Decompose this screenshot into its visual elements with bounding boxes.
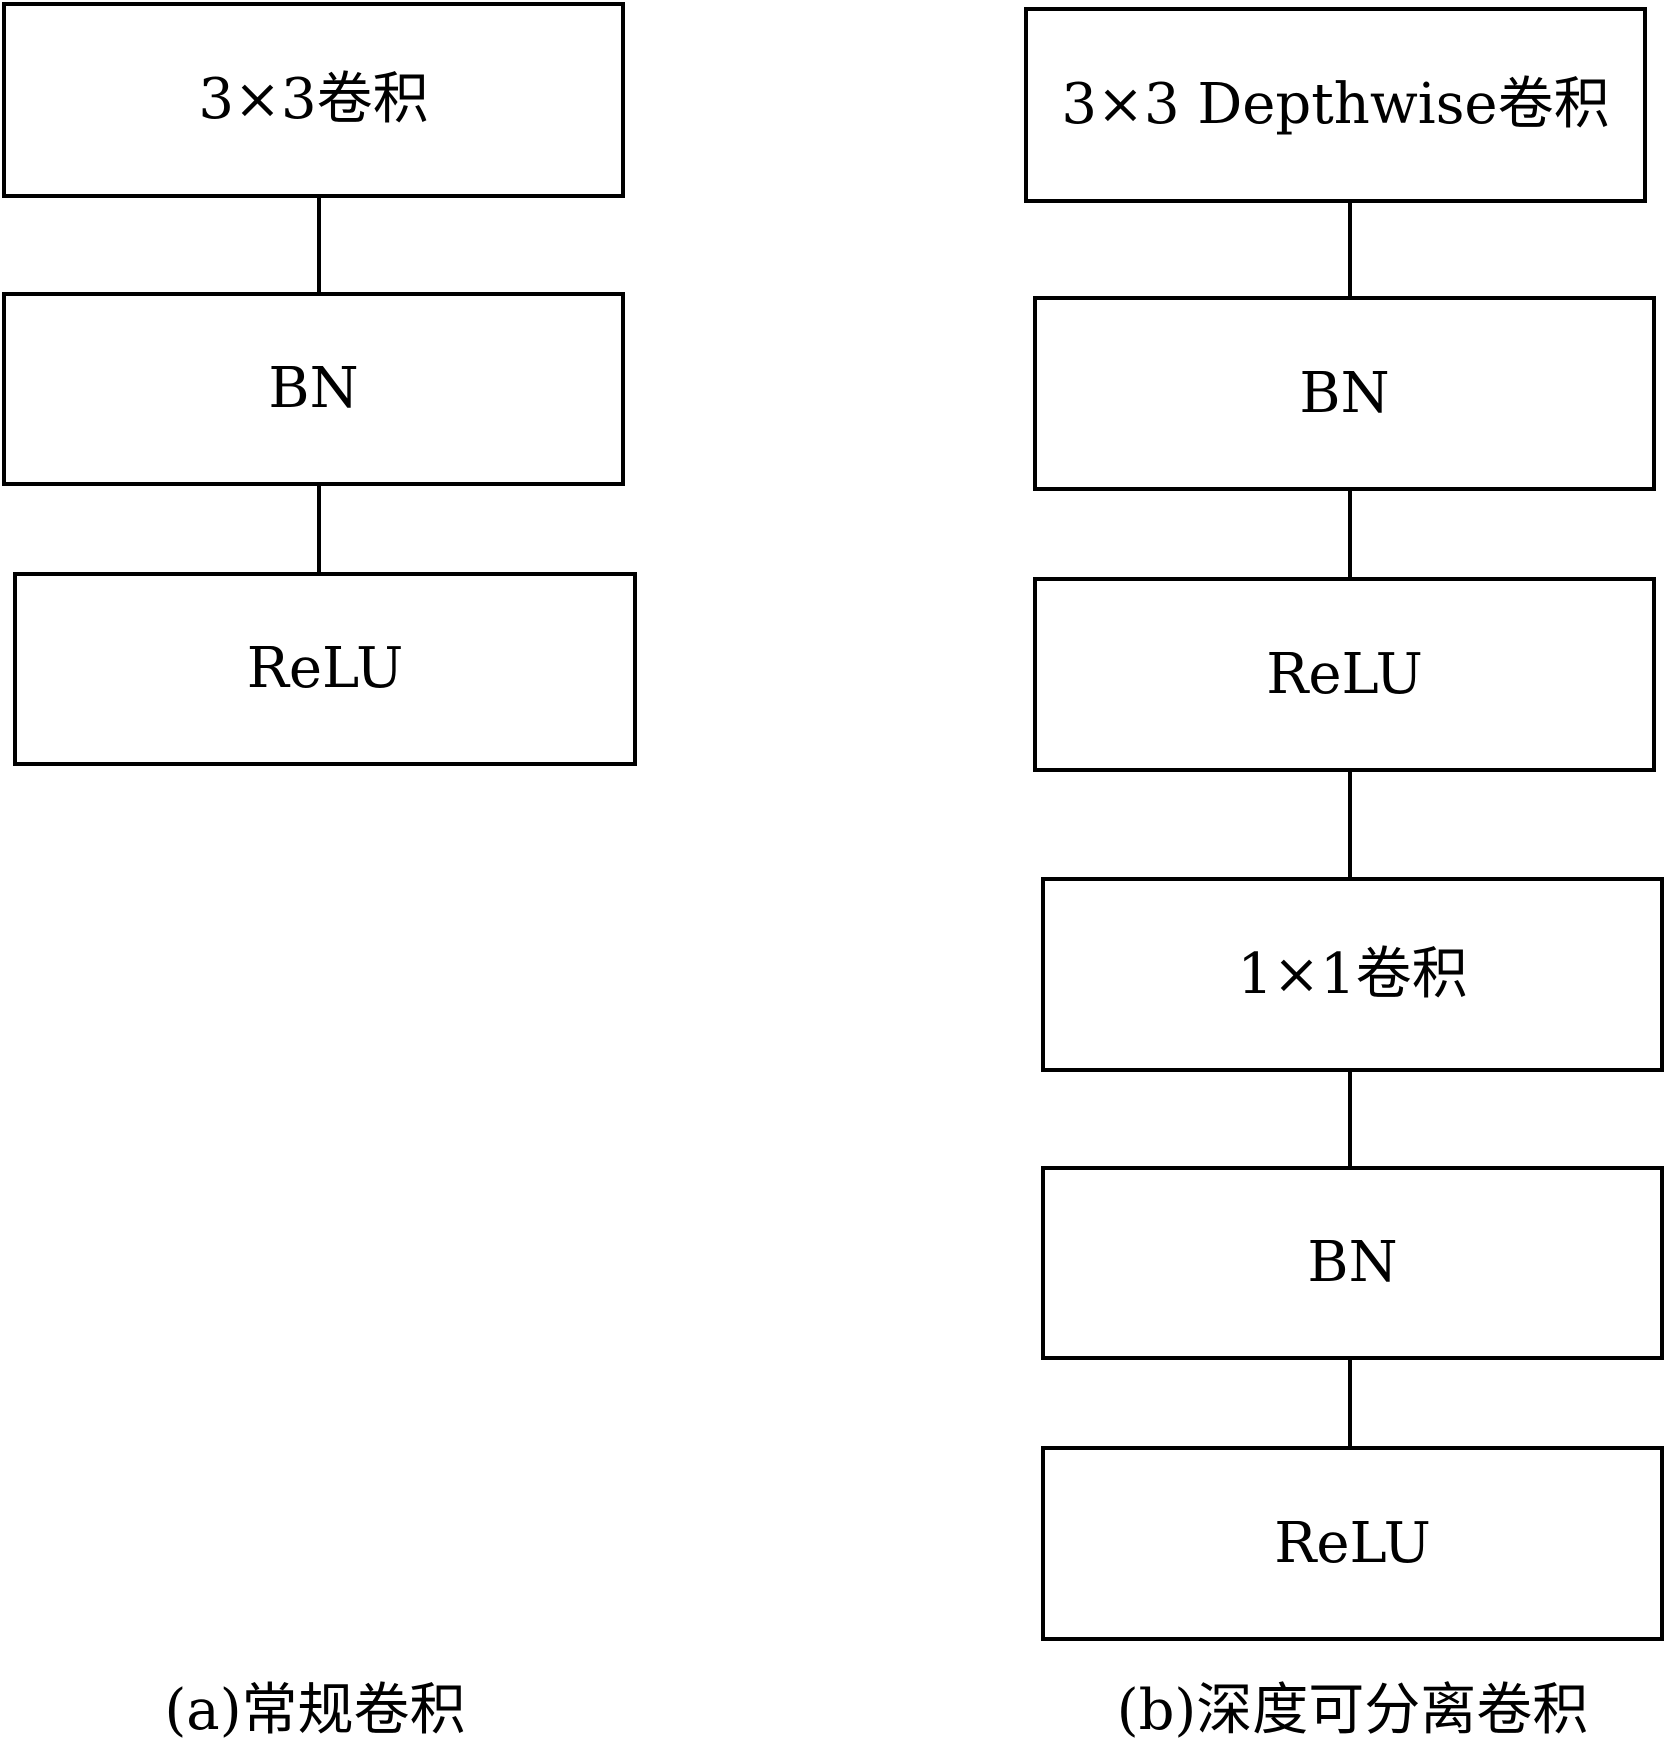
- caption-b: (b)深度可分离卷积: [1040, 1683, 1665, 1739]
- block-b-bn-1-label: BN: [1299, 360, 1390, 426]
- block-b-bn-2: BN: [1041, 1166, 1664, 1360]
- connector-b-5: [1348, 1360, 1352, 1446]
- caption-a: (a)常规卷积: [0, 1683, 630, 1739]
- connector-b-2: [1348, 491, 1352, 577]
- caption-a-text: (a)常规卷积: [164, 1678, 466, 1743]
- block-a-bn-label: BN: [268, 356, 359, 421]
- block-b-depthwise-conv: 3×3 Depthwise卷积: [1024, 7, 1647, 203]
- block-b-relu-2: ReLU: [1041, 1446, 1664, 1641]
- block-a-relu-label: ReLU: [246, 636, 404, 701]
- block-a-conv3x3-label: 3×3卷积: [198, 67, 429, 132]
- connector-b-3: [1348, 772, 1352, 877]
- connector-b-1: [1348, 203, 1352, 296]
- block-a-bn: BN: [2, 292, 625, 486]
- block-b-conv1x1-label: 1×1卷积: [1237, 941, 1468, 1007]
- block-b-depthwise-conv-label: 3×3 Depthwise卷积: [1061, 72, 1610, 137]
- block-a-conv3x3: 3×3卷积: [2, 2, 625, 198]
- block-b-relu-1: ReLU: [1033, 577, 1656, 772]
- connector-b-4: [1348, 1072, 1352, 1166]
- block-b-conv1x1: 1×1卷积: [1041, 877, 1664, 1072]
- block-b-bn-1: BN: [1033, 296, 1656, 491]
- block-b-bn-2-label: BN: [1307, 1230, 1398, 1295]
- block-a-relu: ReLU: [13, 572, 637, 766]
- caption-b-text: (b)深度可分离卷积: [1116, 1678, 1589, 1743]
- block-b-relu-2-label: ReLU: [1274, 1510, 1431, 1576]
- block-b-relu-1-label: ReLU: [1266, 641, 1423, 707]
- connector-a-1: [317, 198, 321, 292]
- connector-a-2: [317, 486, 321, 572]
